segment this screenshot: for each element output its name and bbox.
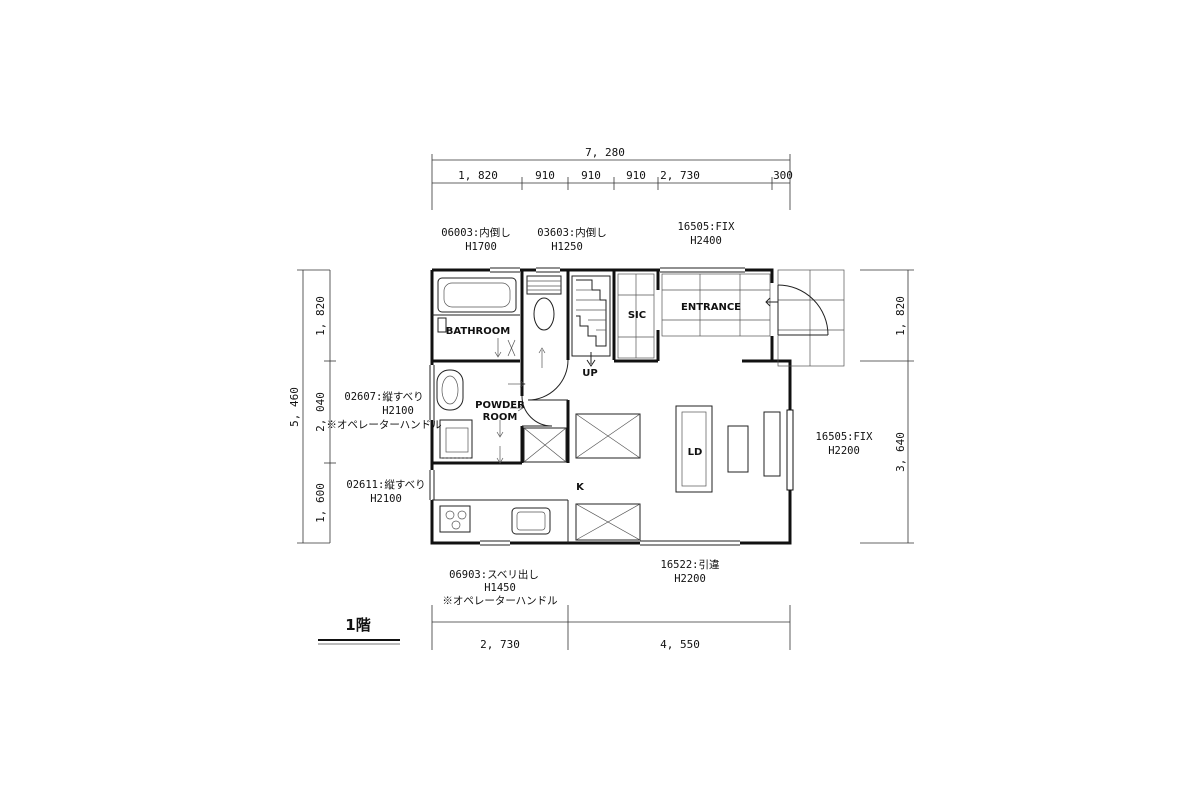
- w8-line1: 16522:引違: [661, 558, 720, 571]
- toilet: [526, 275, 562, 331]
- dim-right-seg-2: 3, 640: [894, 432, 907, 472]
- floor-label-text: 1階: [345, 616, 370, 634]
- room-up: UP: [582, 368, 597, 379]
- kitchen-counter: [432, 499, 641, 543]
- direction-arrows: [494, 338, 546, 464]
- w4-line1: 02607:縦すべり: [344, 390, 423, 403]
- dim-top-seg-2: 910: [535, 169, 555, 182]
- dim-top-seg-3: 910: [581, 169, 601, 182]
- w6-line1: 16505:FIX: [816, 431, 874, 443]
- left-dimension: 5, 460 1, 820 2, 040 1, 600: [288, 269, 336, 544]
- bathroom-divider: [432, 314, 520, 357]
- room-bathroom: BATHROOM: [446, 326, 510, 337]
- w5-line2: H2100: [370, 493, 402, 505]
- dim-left-seg-2: 2, 040: [314, 392, 327, 432]
- room-ld: LD: [688, 447, 703, 458]
- room-sic: SIC: [628, 310, 646, 321]
- staircase: [571, 275, 611, 367]
- dim-bottom-seg-2: 4, 550: [660, 638, 700, 651]
- dim-bottom-seg-1: 2, 730: [480, 638, 520, 651]
- dim-top-seg-5: 2, 730: [660, 169, 700, 182]
- dim-top-total: 7, 280: [585, 146, 625, 159]
- window-notes: 06003:内倒し H1700 03603:内倒し H1250 16505:FI…: [326, 221, 873, 607]
- room-powder-1: POWDER: [475, 400, 525, 411]
- floor-label: 1階: [318, 616, 400, 645]
- exterior-walls: [429, 267, 794, 546]
- bathtub: [437, 277, 517, 313]
- right-dimension: 1, 820 3, 640: [860, 269, 914, 544]
- dim-top-seg-1: 1, 820: [458, 169, 498, 182]
- hall-door: [527, 359, 569, 401]
- bottom-dimension: 2, 730 4, 550: [431, 605, 791, 651]
- top-dimension: 7, 280 1, 820 910 910 910 2, 730 300: [431, 146, 793, 210]
- entrance-floor: [617, 273, 771, 359]
- room-powder-2: ROOM: [483, 412, 518, 423]
- w1-line2: H1700: [465, 241, 497, 253]
- dining-table: [675, 405, 781, 493]
- w1-line1: 06003:内倒し: [441, 226, 510, 239]
- w5-line1: 02611:縦すべり: [346, 478, 425, 491]
- room-kitchen: K: [576, 482, 585, 493]
- powder-fixtures: [436, 369, 553, 459]
- dim-left-total: 5, 460: [288, 387, 301, 427]
- w7-line3: ※オペレーターハンドル: [442, 595, 557, 607]
- w3-line2: H2400: [690, 235, 722, 247]
- w2-line1: 03603:内倒し: [537, 226, 606, 239]
- dim-left-seg-1: 1, 820: [314, 296, 327, 336]
- w7-line2: H1450: [484, 582, 516, 594]
- room-entrance: ENTRANCE: [681, 302, 741, 313]
- storage-void: [523, 413, 641, 463]
- dim-top-seg-6: 300: [773, 169, 793, 182]
- entry-door: [765, 269, 845, 367]
- dim-left-seg-3: 1, 600: [314, 483, 327, 523]
- w6-line2: H2200: [828, 445, 860, 457]
- w4-line3: ※オペレーターハンドル: [326, 419, 441, 431]
- w8-line2: H2200: [674, 573, 706, 585]
- w4-line2: H2100: [382, 405, 414, 417]
- dim-top-seg-4: 910: [626, 169, 646, 182]
- w2-line2: H1250: [551, 241, 583, 253]
- dim-right-seg-1: 1, 820: [894, 296, 907, 336]
- w7-line1: 06903:スベリ出し: [449, 568, 539, 581]
- interior-walls: [432, 270, 772, 465]
- w3-line1: 16505:FIX: [678, 221, 736, 233]
